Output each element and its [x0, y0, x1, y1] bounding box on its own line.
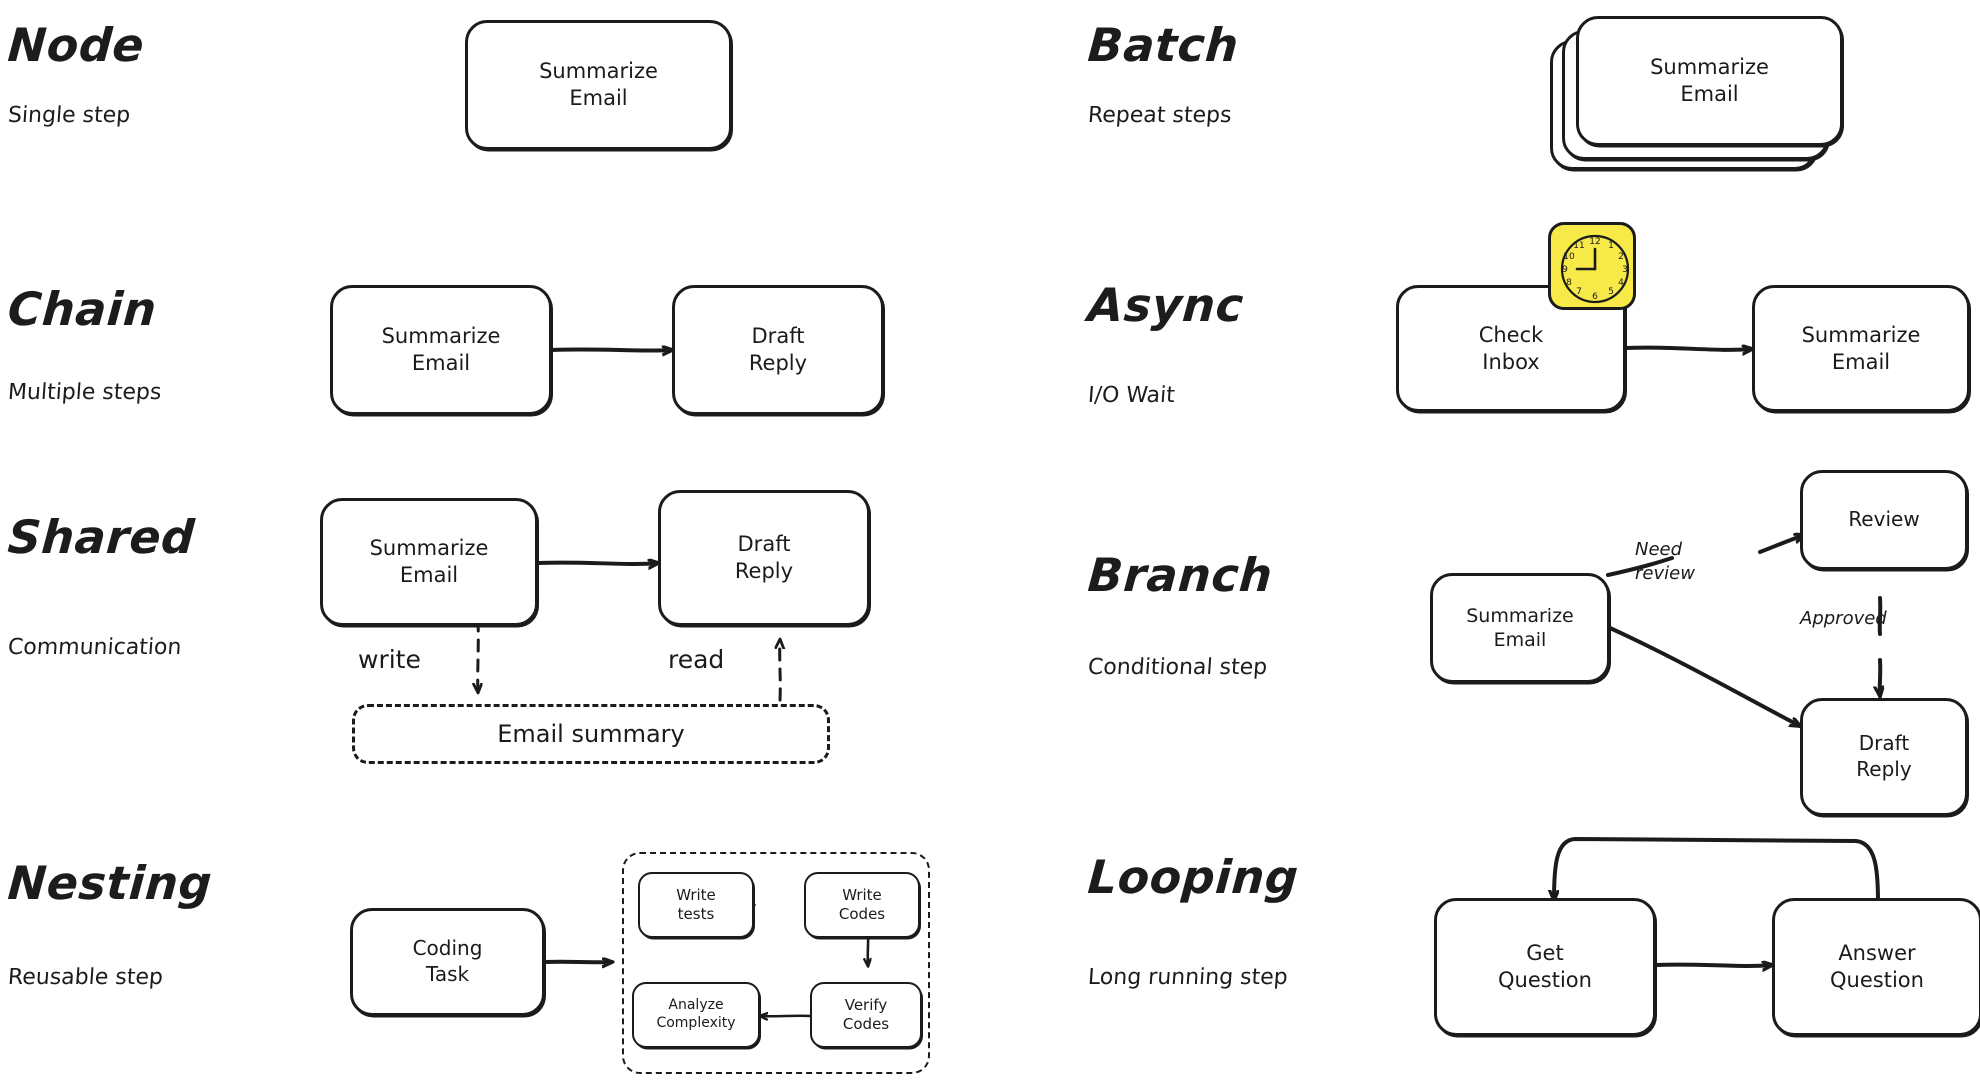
edge-label-read: read [668, 645, 725, 674]
edge-label-write: write [358, 645, 421, 674]
svg-text:11: 11 [1573, 241, 1584, 251]
node-shared-summarize-email[interactable]: Summarize Email [320, 498, 538, 626]
pattern-title-batch: Batch [1086, 18, 1241, 72]
edge-label-approved: Approved [1800, 608, 1887, 629]
pattern-title-branch: Branch [1086, 548, 1275, 602]
clock-face: 12 1 2 3 4 5 6 7 8 9 10 11 [1560, 234, 1630, 304]
edge-nesting-task-to-group [543, 962, 612, 963]
node-label: Write tests [676, 885, 716, 923]
pattern-title-node: Node [6, 18, 147, 72]
node-label: Analyze Complexity [656, 997, 736, 1031]
node-label: Summarize Email [1466, 604, 1574, 651]
node-looping-answer-question[interactable]: Answer Question [1772, 898, 1980, 1036]
shared-store-email-summary[interactable]: Email summary [352, 704, 830, 764]
node-nesting-coding-task[interactable]: Coding Task [350, 908, 545, 1016]
pattern-subtitle-nesting: Reusable step [7, 965, 164, 990]
svg-text:1: 1 [1608, 241, 1614, 251]
node-looping-get-question[interactable]: Get Question [1434, 898, 1656, 1036]
pattern-subtitle-looping: Long running step [1087, 965, 1289, 990]
pattern-subtitle-chain: Multiple steps [7, 380, 163, 405]
pattern-subtitle-node: Single step [7, 103, 132, 128]
edge-looping-feedback [1554, 837, 1880, 904]
pattern-subtitle-shared: Communication [7, 635, 183, 660]
pattern-title-nesting: Nesting [6, 856, 214, 910]
node-label: Summarize Email [539, 59, 658, 110]
node-label: Review [1848, 507, 1920, 532]
node-label: Summarize Email [369, 536, 489, 587]
svg-text:10: 10 [1563, 252, 1575, 262]
node-nesting-write-codes[interactable]: Write Codes [804, 872, 920, 938]
svg-text:9: 9 [1562, 265, 1568, 275]
node-label: Draft Reply [734, 532, 794, 583]
pattern-title-shared: Shared [6, 510, 197, 564]
node-label: Draft Reply [748, 324, 808, 375]
svg-text:4: 4 [1618, 278, 1624, 288]
edge-async-check-to-summarize [1624, 348, 1752, 350]
node-label: Check Inbox [1478, 322, 1544, 374]
node-branch-review[interactable]: Review [1800, 470, 1968, 570]
edge-branch-need-review-head [1758, 535, 1804, 554]
svg-text:5: 5 [1608, 287, 1614, 297]
svg-text:2: 2 [1618, 252, 1624, 262]
svg-text:7: 7 [1576, 287, 1582, 297]
node-label: Summarize Email [1650, 55, 1769, 106]
edge-shared-read [780, 640, 781, 702]
node-label: Summarize Email [381, 324, 501, 375]
edge-chain-summarize-to-draft [550, 349, 672, 350]
node-summarize-email[interactable]: Summarize Email [465, 20, 732, 150]
svg-text:6: 6 [1592, 292, 1598, 302]
svg-text:8: 8 [1566, 278, 1572, 288]
edge-label-need-review: Need review [1635, 539, 1695, 585]
edge-shared-summarize-to-draft [536, 563, 658, 564]
clock-icon: 12 1 2 3 4 5 6 7 8 9 10 11 [1548, 222, 1636, 310]
edge-branch-summarize-to-draft [1608, 626, 1800, 726]
node-label: Get Question [1498, 941, 1592, 992]
node-shared-draft-reply[interactable]: Draft Reply [658, 490, 870, 626]
nesting-subgraph-container [622, 852, 930, 1074]
pattern-subtitle-branch: Conditional step [1087, 655, 1269, 680]
node-nesting-verify-codes[interactable]: Verify Codes [810, 982, 922, 1048]
node-label: Draft Reply [1856, 731, 1912, 781]
svg-text:12: 12 [1589, 237, 1600, 247]
node-async-summarize-email[interactable]: Summarize Email [1752, 285, 1970, 412]
node-label: Verify Codes [842, 995, 890, 1033]
store-label: Email summary [497, 720, 685, 748]
edge-shared-write [478, 618, 479, 692]
node-chain-summarize-email[interactable]: Summarize Email [330, 285, 552, 415]
pattern-title-async: Async [1086, 278, 1246, 332]
node-label: Write Codes [838, 885, 886, 923]
node-label: Summarize Email [1801, 322, 1921, 374]
pattern-title-looping: Looping [1086, 850, 1301, 904]
svg-text:3: 3 [1622, 265, 1628, 275]
node-chain-draft-reply[interactable]: Draft Reply [672, 285, 884, 415]
pattern-title-chain: Chain [6, 282, 159, 336]
edge-branch-approved-head [1880, 658, 1881, 696]
node-branch-summarize-email[interactable]: Summarize Email [1430, 573, 1610, 683]
node-nesting-analyze-complexity[interactable]: Analyze Complexity [632, 982, 760, 1048]
node-label: Answer Question [1830, 941, 1924, 992]
batch-card-front[interactable]: Summarize Email [1576, 16, 1843, 146]
node-branch-draft-reply[interactable]: Draft Reply [1800, 698, 1968, 816]
node-nesting-write-tests[interactable]: Write tests [638, 872, 754, 938]
edge-looping-get-to-answer [1654, 965, 1772, 966]
node-label: Coding Task [412, 936, 483, 986]
pattern-subtitle-batch: Repeat steps [1087, 103, 1233, 128]
pattern-subtitle-async: I/O Wait [1087, 383, 1176, 408]
